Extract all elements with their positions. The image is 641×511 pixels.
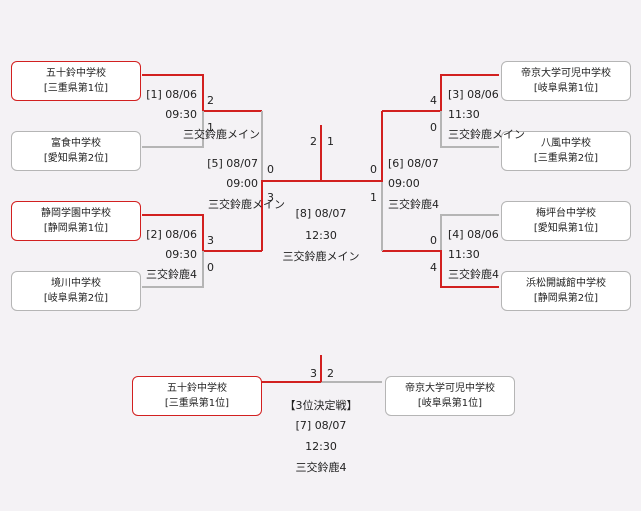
bracket-line-m3-winner (321, 111, 383, 182)
team-pref: [静岡県第2位] (533, 293, 599, 304)
bracket-line-m2-winner (261, 180, 321, 251)
bracket-line-t6 (440, 111, 499, 148)
match2-time: 09:30 (165, 248, 197, 261)
bracket-line-t3 (142, 214, 262, 252)
team-pref: [三重県第2位] (533, 153, 599, 164)
team-box-t9[interactable]: 五十鈴中学校 [三重県第1位] (132, 376, 262, 416)
match1-time: 09:30 (165, 108, 197, 121)
team-name: 五十鈴中学校 (167, 383, 227, 394)
bracket-line-t7 (440, 214, 499, 251)
match2-label: [2] 08/06 (146, 228, 197, 241)
match5-label: [5] 08/07 (207, 157, 258, 170)
match6-score-b: 1 (370, 191, 377, 204)
team-pref: [岐阜県第2位] (43, 293, 109, 304)
team-box-t10[interactable]: 帝京大学可児中学校 [岐阜県第1位] (385, 376, 515, 416)
team-pref: [三重県第1位] (164, 398, 230, 409)
match5-score-a: 0 (267, 163, 274, 176)
final-venue: 三交鈴鹿メイン (282, 250, 360, 263)
team-box-t7[interactable]: 梅坪台中学校 [愛知県第1位] (501, 201, 631, 241)
match6-score-a: 0 (370, 163, 377, 176)
match2-venue: 三交鈴鹿4 (146, 268, 197, 281)
third-place-venue: 三交鈴鹿4 (295, 461, 347, 474)
team-box-t1[interactable]: 五十鈴中学校 [三重県第1位] (11, 61, 141, 101)
match6-label: [6] 08/07 (388, 157, 439, 170)
match1-score-a: 2 (207, 94, 214, 107)
final-label: [8] 08/07 (295, 207, 347, 220)
match2-score-b: 0 (207, 261, 214, 274)
match4-score-b: 4 (430, 261, 437, 274)
match6-venue: 三交鈴鹿4 (388, 198, 439, 211)
final-time: 12:30 (305, 229, 337, 242)
team-pref: [愛知県第2位] (43, 153, 109, 164)
match4-label: [4] 08/06 (448, 228, 499, 241)
match4-venue: 三交鈴鹿4 (448, 268, 499, 281)
match3-score-b: 0 (430, 121, 437, 134)
team-name: 五十鈴中学校 (46, 68, 106, 79)
match3-venue: 三交鈴鹿メイン (448, 128, 525, 141)
team-name: 梅坪台中学校 (536, 208, 596, 219)
team-pref: [三重県第1位] (43, 83, 109, 94)
bracket-line-t8 (382, 250, 499, 288)
team-box-t2[interactable]: 富食中学校 [愛知県第2位] (11, 131, 141, 171)
team-pref: [愛知県第1位] (533, 223, 599, 234)
team-box-t6[interactable]: 八風中学校 [三重県第2位] (501, 131, 631, 171)
team-pref: [岐阜県第1位] (533, 83, 599, 94)
team-name: 帝京大学可児中学校 (521, 68, 611, 79)
match1-label: [1] 08/06 (146, 88, 197, 101)
team-name: 帝京大学可児中学校 (405, 383, 495, 394)
match6-time: 09:00 (388, 177, 420, 190)
bracket-line-t5 (382, 74, 499, 112)
team-name: 富食中学校 (51, 138, 101, 149)
third-place-label: [7] 08/07 (295, 419, 347, 432)
match3-time: 11:30 (448, 108, 480, 121)
team-box-t8[interactable]: 浜松開誠館中学校 [静岡県第2位] (501, 271, 631, 311)
team-name: 八風中学校 (541, 138, 591, 149)
bracket-line-t2 (142, 111, 204, 148)
team-box-t3[interactable]: 静岡学園中学校 [静岡県第1位] (11, 201, 141, 241)
team-name: 静岡学園中学校 (41, 208, 111, 219)
third-place-title: 【3位決定戦】 (284, 399, 358, 412)
match5-venue: 三交鈴鹿メイン (208, 198, 285, 211)
third-place-score-a: 3 (310, 367, 317, 380)
final-score-b: 1 (327, 135, 334, 148)
bracket-line-t1 (142, 74, 262, 112)
match1-score-b: 1 (207, 121, 214, 134)
team-name: 浜松開誠館中学校 (526, 278, 606, 289)
match3-label: [3] 08/06 (448, 88, 499, 101)
team-pref: [岐阜県第1位] (417, 398, 483, 409)
bracket-line-t4 (142, 251, 204, 288)
match5-time: 09:00 (226, 177, 258, 190)
match4-score-a: 0 (430, 234, 437, 247)
team-pref: [静岡県第1位] (43, 223, 109, 234)
match2-score-a: 3 (207, 234, 214, 247)
match1-venue: 三交鈴鹿メイン (183, 128, 260, 141)
match4-time: 11:30 (448, 248, 480, 261)
third-place-score-b: 2 (327, 367, 334, 380)
final-score-a: 2 (310, 135, 317, 148)
match5-score-b: 3 (267, 191, 274, 204)
team-box-t4[interactable]: 境川中学校 [岐阜県第2位] (11, 271, 141, 311)
team-box-t5[interactable]: 帝京大学可児中学校 [岐阜県第1位] (501, 61, 631, 101)
match3-score-a: 4 (430, 94, 437, 107)
third-place-time: 12:30 (305, 440, 337, 453)
team-name: 境川中学校 (51, 278, 101, 289)
